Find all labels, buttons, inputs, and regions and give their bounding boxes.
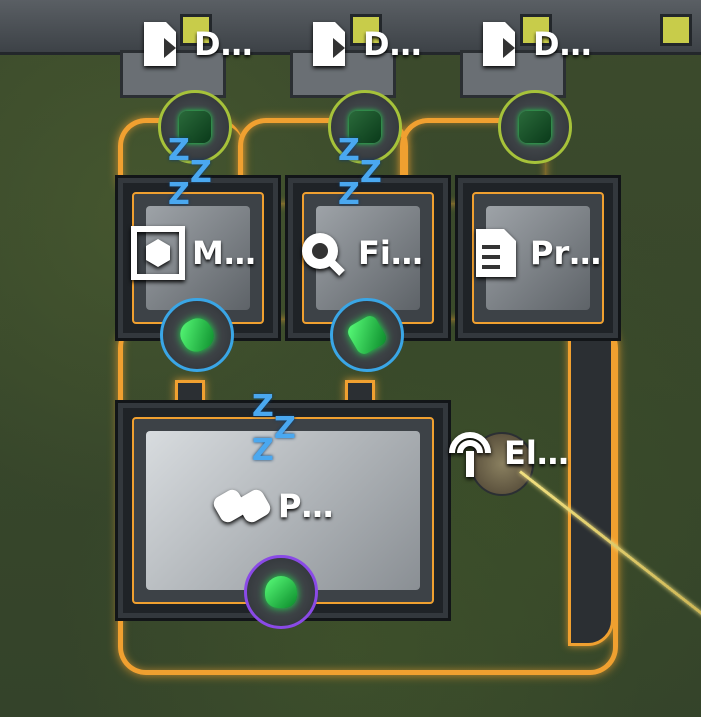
entity-label-top-1: D… (136, 18, 253, 70)
entity-label-big-machine: P… (212, 478, 333, 534)
entity-label-top-3: D… (475, 18, 592, 70)
document-arrow-icon (313, 22, 345, 66)
sleep-letter: Z (168, 133, 190, 168)
entity-label-pole: El… (442, 425, 569, 481)
ore-icon (519, 111, 551, 143)
electric-pole[interactable] (470, 432, 534, 496)
document-list-icon (476, 229, 516, 277)
canister-icon (175, 313, 219, 357)
entity-label-assembler-1: M… (130, 225, 256, 281)
ore-icon (179, 111, 211, 143)
conveyor-top-right[interactable] (400, 118, 545, 203)
item-slot-output-big[interactable] (244, 555, 318, 629)
wall-pad (350, 14, 382, 46)
belt-right-vertical[interactable] (568, 320, 614, 646)
sleep-letter: Z (360, 155, 382, 190)
gear-search-icon (302, 233, 345, 276)
capsule-icon (213, 489, 271, 523)
item-slot-output-1[interactable] (160, 298, 234, 372)
crystal-icon (345, 313, 389, 357)
sleep-letter: Z (252, 433, 274, 468)
entity-label-assembler-2: Fi… (296, 225, 423, 281)
sleep-letter: Z (168, 177, 190, 212)
ore-icon (349, 111, 381, 143)
cube-box-icon (131, 226, 185, 280)
item-slot-top-3[interactable] (498, 90, 572, 164)
sleep-letter: Z (338, 133, 360, 168)
item-slot-top-2[interactable] (328, 90, 402, 164)
entity-label-top-2: D… (305, 18, 422, 70)
item-slot-output-2[interactable] (330, 298, 404, 372)
broadcast-tower-icon (449, 432, 491, 477)
wall-pad (660, 14, 692, 46)
item-slot-top-1[interactable] (158, 90, 232, 164)
flask-icon (265, 576, 297, 608)
wall-pad (180, 14, 212, 46)
sleep-letter: Z (190, 155, 212, 190)
wall-pad (520, 14, 552, 46)
conveyor-top-mid[interactable] (238, 118, 408, 203)
sleep-letter: Z (252, 389, 274, 424)
entity-label-assembler-3: Pr… (468, 225, 601, 281)
assembler-2[interactable] (285, 175, 451, 341)
document-arrow-icon (144, 22, 176, 66)
document-arrow-icon (483, 22, 515, 66)
sleep-letter: Z (338, 177, 360, 212)
sleep-letter: Z (274, 411, 296, 446)
